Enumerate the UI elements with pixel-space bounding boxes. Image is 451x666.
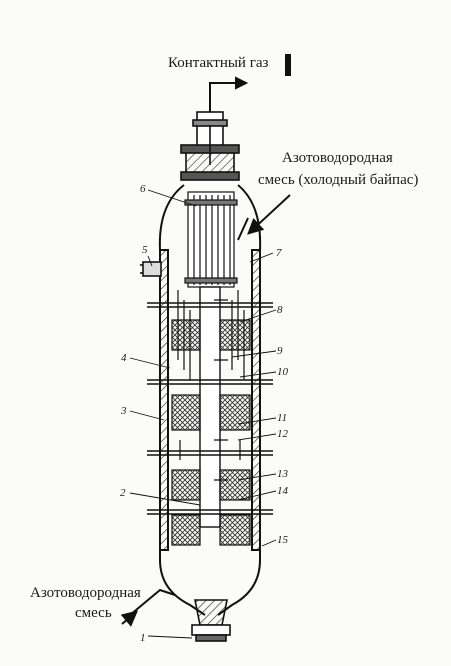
leader-lines xyxy=(129,189,277,639)
callout-8: 8 xyxy=(277,304,283,316)
callout-2: 2 xyxy=(120,487,126,499)
callout-13: 13 xyxy=(277,468,288,480)
label-bottom-line2: смесь xyxy=(75,605,112,621)
callout-9: 9 xyxy=(277,345,283,357)
catalyst-beds xyxy=(171,319,251,546)
callout-15: 15 xyxy=(277,534,288,546)
callout-1: 1 xyxy=(140,632,146,644)
callout-12: 12 xyxy=(277,428,288,440)
bottom-nozzle xyxy=(191,599,231,642)
tie-bands xyxy=(147,302,273,515)
callout-3: 3 xyxy=(121,405,127,417)
callout-10: 10 xyxy=(277,366,288,378)
callout-7: 7 xyxy=(276,247,282,259)
callout-4: 4 xyxy=(121,352,127,364)
central-pipe xyxy=(199,286,221,528)
label-bypass-line1: Азотоводородная xyxy=(282,150,393,166)
reactor-shell xyxy=(158,184,262,616)
internal-tubes xyxy=(177,290,245,481)
label-contact-gas: Контактный газ xyxy=(168,55,269,71)
reactor-head xyxy=(180,111,240,181)
callout-11: 11 xyxy=(277,412,288,424)
bypass-pipe xyxy=(237,194,291,241)
bottom-inlet xyxy=(120,588,176,627)
outlet-pipe xyxy=(209,54,291,112)
callout-6: 6 xyxy=(140,183,146,195)
heat-exchanger xyxy=(184,191,238,288)
callout-5: 5 xyxy=(142,244,148,256)
callout-14: 14 xyxy=(277,485,288,497)
label-bypass-line2: смесь (холодный байпас) xyxy=(258,172,419,188)
label-bottom-line1: Азотоводородная xyxy=(30,585,141,601)
side-nozzle xyxy=(140,261,162,277)
